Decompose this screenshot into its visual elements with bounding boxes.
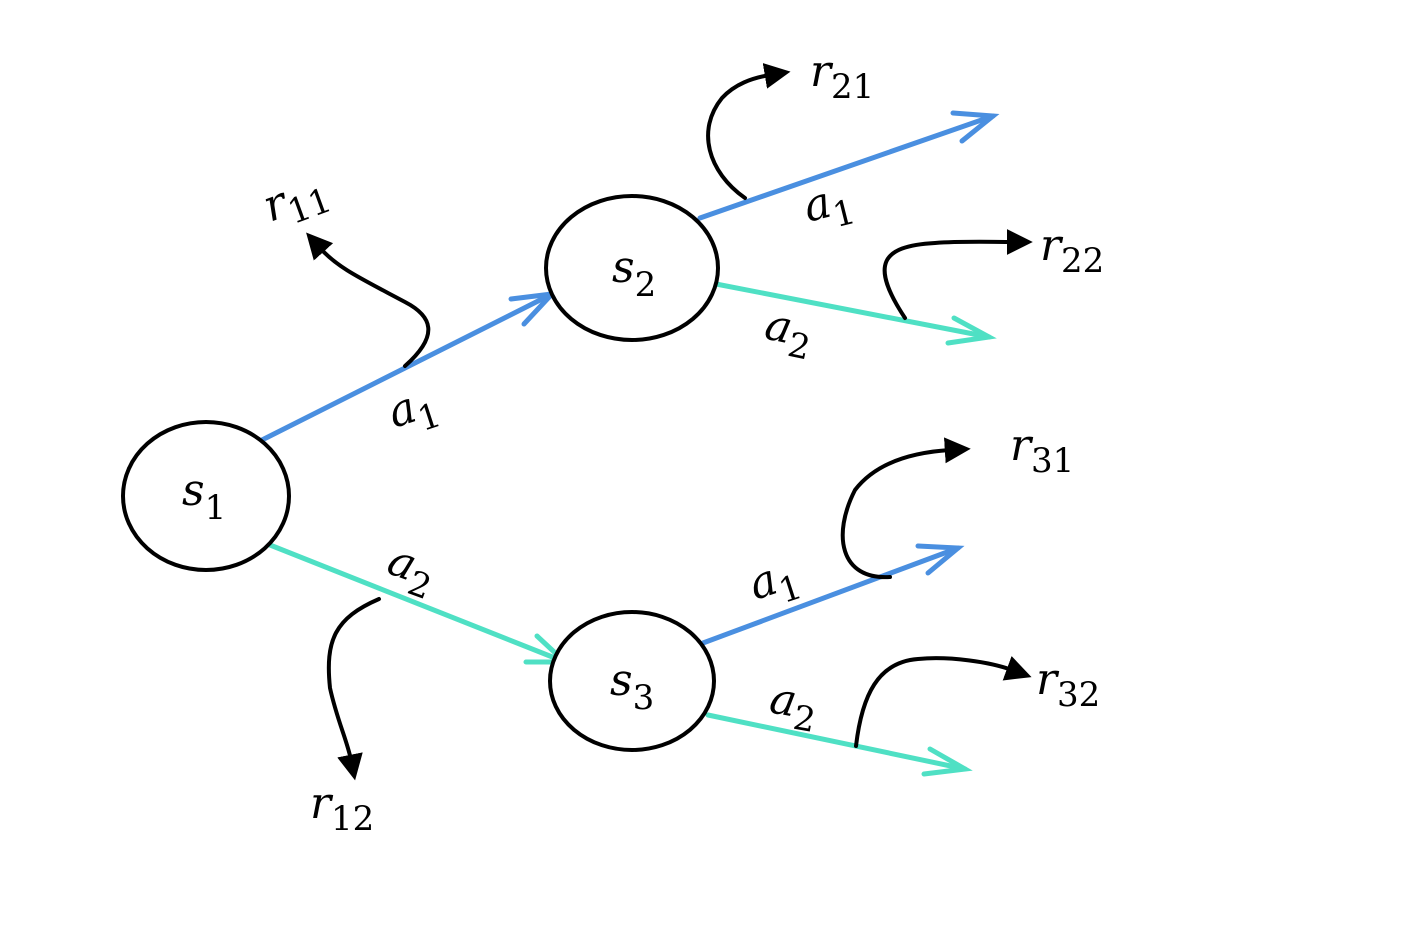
edge-s3-a2	[705, 712, 968, 772]
edge-s1-a1	[259, 291, 555, 443]
action-edges	[259, 110, 1000, 777]
state-node-s2	[544, 194, 720, 342]
state-nodes	[121, 194, 720, 752]
reward-arrow-r12	[326, 597, 381, 781]
state-label-s2: s2	[612, 242, 656, 305]
edge-s3-a1-head	[915, 543, 965, 576]
state-node-s3	[548, 610, 716, 752]
reward-arrow-r32	[854, 656, 1032, 748]
state-label-s1: s1	[182, 465, 226, 528]
reward-label-r31: r31	[1010, 420, 1074, 481]
reward-arrows	[306, 63, 1033, 781]
edge-s2-a1-head	[950, 110, 1000, 144]
reward-arrow-r11	[306, 232, 431, 368]
state-labels: s1 s2 s3	[182, 242, 656, 718]
edge-s2-a2-head	[945, 315, 997, 346]
edge-s3-a1	[700, 545, 961, 646]
edge-s2-a2	[713, 281, 992, 340]
action-label-s1-a1: a1	[382, 375, 446, 448]
action-label-s3-a2: a2	[764, 673, 822, 741]
reward-labels: r11 r12 r21 r22 r31 r32	[256, 46, 1104, 839]
edge-s2-a1	[697, 113, 996, 221]
action-label-s2-a1: a1	[798, 172, 859, 243]
reward-label-r21: r21	[810, 46, 874, 107]
state-node-s1	[121, 420, 291, 572]
reward-arrow-r22	[882, 228, 1033, 320]
action-label-s1-a2: a2	[378, 534, 444, 608]
reward-label-r11: r11	[256, 162, 337, 239]
reward-label-r12: r12	[310, 778, 374, 839]
reward-arrow-r21	[706, 63, 791, 200]
reward-label-r32: r32	[1036, 654, 1100, 715]
state-label-s3: s3	[610, 655, 654, 718]
edge-s3-a2-head	[921, 746, 973, 777]
reward-arrow-r31	[840, 437, 971, 580]
reward-label-r22: r22	[1040, 220, 1104, 281]
action-label-s2-a2: a2	[759, 299, 819, 369]
edge-s1-a2	[267, 542, 568, 665]
